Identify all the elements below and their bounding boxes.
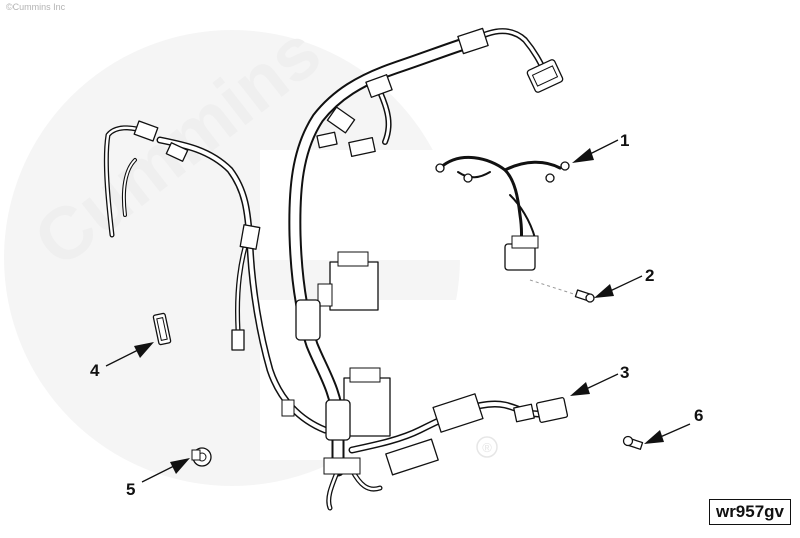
harness-connector-lower-right xyxy=(535,397,569,423)
ring-terminal-b xyxy=(463,173,473,183)
callout-4-number: 4 xyxy=(90,361,100,380)
harness-sleeve-left xyxy=(239,224,261,250)
callout-2-number: 2 xyxy=(645,266,654,285)
callout-3-number: 3 xyxy=(620,363,629,382)
callout-1: 1 xyxy=(572,131,629,163)
capscrew-head xyxy=(622,435,634,447)
ring-terminal-a xyxy=(435,163,445,173)
harness-sleeve-upper xyxy=(365,74,393,98)
callout-5: 5 xyxy=(126,458,190,499)
harness-stub-connector-b xyxy=(316,131,338,149)
callout-5-arrow xyxy=(170,458,190,474)
callout-1-number: 1 xyxy=(620,131,629,150)
grommet-part xyxy=(191,447,212,467)
callout-2: 2 xyxy=(594,266,654,298)
harness-left-sleeve xyxy=(165,142,189,162)
callout-4: 4 xyxy=(90,342,154,380)
callout-6: 6 xyxy=(644,406,703,444)
drawing-id-label: wr957gv xyxy=(709,499,791,525)
ring-terminal-c xyxy=(545,173,555,183)
sensor-pigtail-harness xyxy=(435,155,570,271)
callout-4-arrow xyxy=(134,342,154,358)
ring-terminal-d xyxy=(560,161,570,171)
watermark-registered-circle xyxy=(476,436,498,458)
callout-6-arrow xyxy=(644,430,664,444)
harness-stub-lower-left xyxy=(231,329,245,351)
harness-module-upper xyxy=(329,261,379,311)
callout-1-arrow xyxy=(572,148,594,163)
callout-3-arrow xyxy=(570,382,590,396)
callout-6-number: 6 xyxy=(694,406,703,425)
callout-3: 3 xyxy=(570,363,629,396)
capscrew-part xyxy=(622,435,644,450)
harness-left-connector xyxy=(133,120,159,142)
harness-module-right xyxy=(432,393,484,433)
screw-head xyxy=(585,293,595,303)
engine-wiring-harness xyxy=(103,27,569,511)
harness-clamp-upper xyxy=(295,299,321,341)
screw-part xyxy=(529,279,595,303)
callout-5-number: 5 xyxy=(126,480,135,499)
harness-sleeve-top xyxy=(457,27,489,55)
harness-sleeve-mid xyxy=(326,106,356,134)
watermark-registered-mark: ® xyxy=(482,440,492,455)
clip-part xyxy=(152,312,172,346)
harness-stub-connector-a xyxy=(348,137,376,157)
harness-module-lower xyxy=(343,377,391,437)
harness-clamp-lower xyxy=(325,399,351,441)
callout-2-arrow xyxy=(594,284,614,298)
watermark-logo: Cummins ® xyxy=(4,10,498,486)
copyright-notice: ©Cummins Inc xyxy=(6,2,66,12)
harness-module-bottom xyxy=(385,438,439,476)
